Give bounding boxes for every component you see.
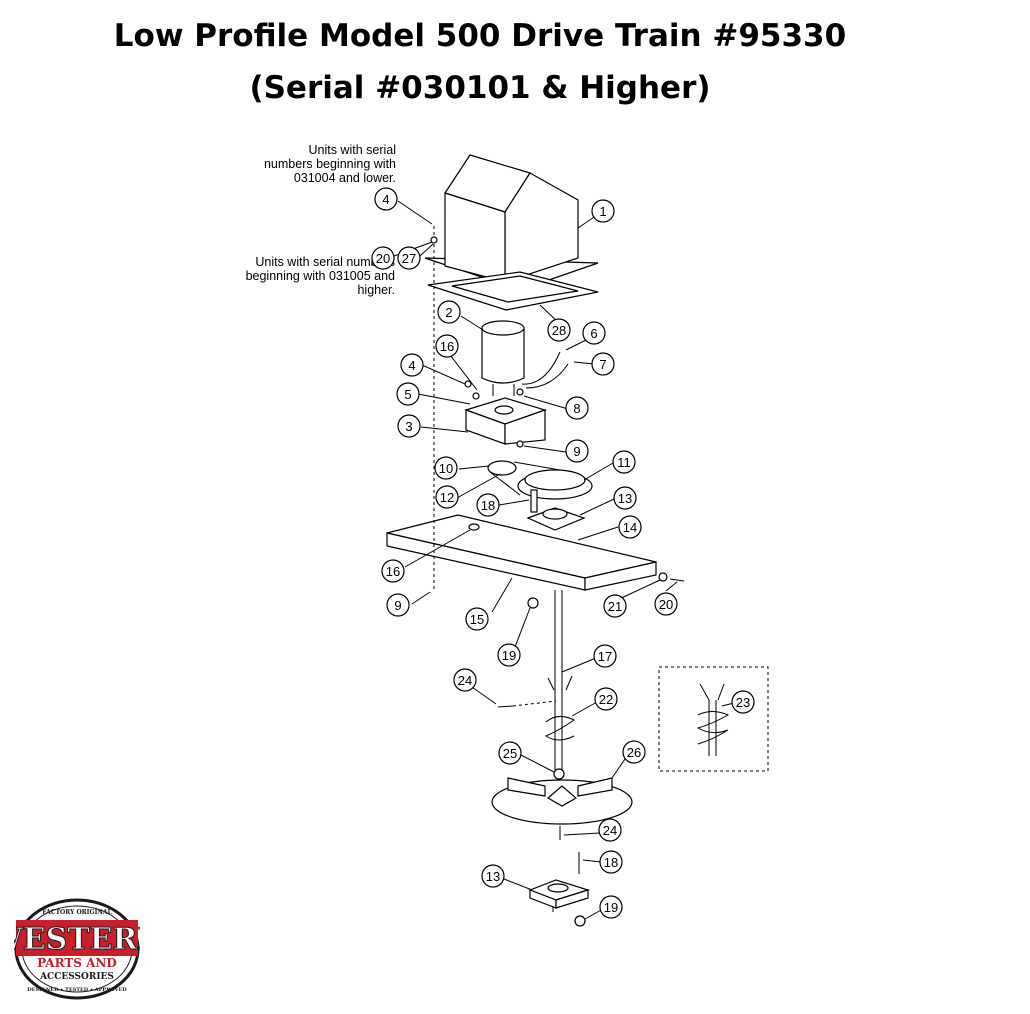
callout-label: 7 bbox=[599, 357, 606, 372]
callout-20: 20 bbox=[371, 246, 395, 270]
callout-4: 4 bbox=[374, 187, 398, 211]
callout-15: 15 bbox=[465, 607, 489, 631]
note-serial-lower: Units with serial numbers beginning with… bbox=[263, 143, 396, 185]
callout-2: 2 bbox=[437, 300, 461, 324]
callout-label: 16 bbox=[440, 339, 454, 354]
callout-6: 6 bbox=[582, 321, 606, 345]
callout-label: 2 bbox=[445, 305, 452, 320]
callout-label: 5 bbox=[404, 387, 411, 402]
callout-7: 7 bbox=[591, 352, 615, 376]
callout-label: 13 bbox=[618, 491, 632, 506]
part-shaft bbox=[554, 590, 563, 770]
svg-text:WESTERN: WESTERN bbox=[14, 922, 140, 957]
callout-label: 22 bbox=[599, 692, 613, 707]
note-serial-higher: Units with serial numbers beginning with… bbox=[245, 255, 395, 297]
callout-label: 9 bbox=[573, 444, 580, 459]
part-bearing-bottom bbox=[528, 879, 591, 912]
part-auger bbox=[544, 675, 575, 741]
callout-label: 6 bbox=[590, 326, 597, 341]
callout-10: 10 bbox=[434, 456, 458, 480]
part-mount-plate bbox=[386, 514, 657, 591]
callout-label: 20 bbox=[376, 251, 390, 266]
callout-19: 19 bbox=[599, 895, 623, 919]
callout-13: 13 bbox=[613, 486, 637, 510]
callout-22: 22 bbox=[594, 687, 618, 711]
part-gasket bbox=[427, 271, 599, 311]
callout-label: 11 bbox=[617, 455, 631, 470]
callout-label: 20 bbox=[659, 597, 673, 612]
callout-label: 24 bbox=[603, 823, 617, 838]
callout-label: 25 bbox=[503, 746, 517, 761]
callout-label: 23 bbox=[736, 695, 750, 710]
title-line-1: Low Profile Model 500 Drive Train #95330 bbox=[113, 18, 847, 54]
callout-label: 4 bbox=[408, 358, 415, 373]
callout-5: 5 bbox=[396, 382, 420, 406]
svg-text:DESIGNED • TESTED • APPROVED: DESIGNED • TESTED • APPROVED bbox=[27, 987, 127, 993]
callout-label: 18 bbox=[604, 855, 618, 870]
callout-label: 15 bbox=[470, 612, 484, 627]
callout-17: 17 bbox=[593, 644, 617, 668]
callout-label: 13 bbox=[486, 869, 500, 884]
callout-28: 28 bbox=[547, 318, 571, 342]
callout-12: 12 bbox=[435, 485, 459, 509]
callout-label: 27 bbox=[402, 251, 416, 266]
callout-18: 18 bbox=[476, 493, 500, 517]
callout-label: 18 bbox=[481, 498, 495, 513]
callout-27: 27 bbox=[397, 246, 421, 270]
part-motor bbox=[481, 320, 569, 396]
callout-label: 26 bbox=[627, 745, 641, 760]
callout-label: 16 bbox=[386, 564, 400, 579]
callout-label: 3 bbox=[405, 419, 412, 434]
part-motor-bracket bbox=[464, 397, 547, 445]
callout-label: 24 bbox=[458, 673, 472, 688]
svg-text:PARTS AND: PARTS AND bbox=[37, 956, 117, 970]
callout-label: 19 bbox=[502, 648, 516, 663]
callout-23: 23 bbox=[731, 690, 755, 714]
callout-25: 25 bbox=[498, 741, 522, 765]
callout-16: 16 bbox=[381, 559, 405, 583]
hardware-fasteners bbox=[430, 226, 685, 927]
part-pulley-belt bbox=[487, 460, 593, 500]
svg-text:ACCESSORIES: ACCESSORIES bbox=[39, 972, 114, 982]
title-line-2: (Serial #030101 & Higher) bbox=[249, 70, 711, 106]
callout-1: 1 bbox=[591, 199, 615, 223]
callout-label: 4 bbox=[382, 192, 389, 207]
callout-26: 26 bbox=[622, 740, 646, 764]
callout-label: 28 bbox=[552, 323, 566, 338]
part-spinner bbox=[491, 777, 633, 825]
callout-20: 20 bbox=[654, 592, 678, 616]
part-hood bbox=[424, 154, 599, 291]
callout-16: 16 bbox=[435, 334, 459, 358]
part-bearing-top bbox=[526, 507, 586, 531]
callout-21: 21 bbox=[603, 594, 627, 618]
callout-11: 11 bbox=[612, 450, 636, 474]
callout-9: 9 bbox=[565, 439, 589, 463]
callout-label: 17 bbox=[598, 649, 612, 664]
callout-label: 21 bbox=[608, 599, 622, 614]
callout-24: 24 bbox=[453, 668, 477, 692]
callout-13: 13 bbox=[481, 864, 505, 888]
callout-3: 3 bbox=[397, 414, 421, 438]
callout-label: 10 bbox=[439, 461, 453, 476]
callout-14: 14 bbox=[618, 515, 642, 539]
callout-label: 19 bbox=[604, 900, 618, 915]
callout-label: 8 bbox=[573, 401, 580, 416]
part-auger-alt bbox=[696, 683, 730, 756]
callout-label: 1 bbox=[599, 204, 606, 219]
callout-24: 24 bbox=[598, 818, 622, 842]
svg-text:FACTORY ORIGINAL: FACTORY ORIGINAL bbox=[42, 909, 112, 916]
callout-8: 8 bbox=[565, 396, 589, 420]
callout-label: 14 bbox=[623, 520, 637, 535]
callout-4: 4 bbox=[400, 353, 424, 377]
callout-label: 12 bbox=[440, 490, 454, 505]
callout-9: 9 bbox=[386, 593, 410, 617]
western-logo: FACTORY ORIGINAL WESTERN PARTS AND ACCES… bbox=[0, 898, 165, 1000]
callout-19: 19 bbox=[497, 643, 521, 667]
callout-label: 9 bbox=[394, 598, 401, 613]
callout-18: 18 bbox=[599, 850, 623, 874]
